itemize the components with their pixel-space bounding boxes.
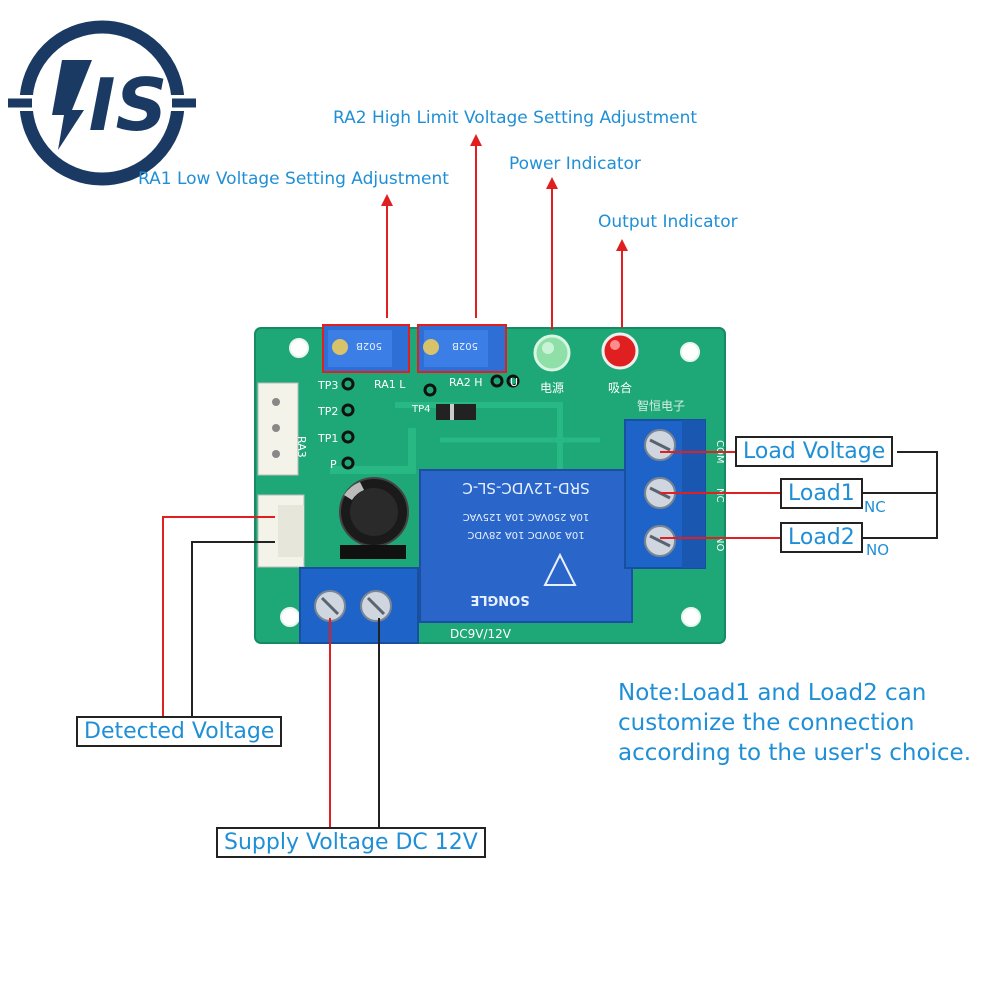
note-line-2: customize the connection [618,710,915,736]
silk-dc: DC9V/12V [450,627,512,641]
load-wiring [660,451,938,539]
silk-output: 吸合 [608,380,632,395]
label-load-voltage: Load Voltage [735,436,894,467]
relay-model: SRD-12VDC-SL-C [462,479,589,497]
silk-tp2: TP2 [317,405,338,418]
silk-ra1: RA1 L [374,378,406,391]
note-line-3: according to the user's choice. [618,740,972,766]
label-load1: Load1 [780,478,863,509]
relay-rating-2: 10A 30VDC 10A 28VDC [467,529,584,540]
label-ra2-high-limit: RA2 High Limit Voltage Setting Adjustmen… [333,108,698,128]
silk-ra2: RA2 H [449,376,483,389]
logo-letter: IS [89,63,168,147]
label-power-indicator: Power Indicator [509,154,641,174]
load-terminal-screws [644,429,676,557]
silk-tp1: TP1 [317,432,338,445]
relay-module-board: TP3 TP2 TP1 P TP4 RA1 L RA2 H U RA3 502B… [254,324,726,644]
label-ra1-low-voltage: RA1 Low Voltage Setting Adjustment [138,169,449,189]
label-output-indicator: Output Indicator [598,212,738,232]
relay-brand: SONGLE [470,592,529,607]
silk-no: NO [714,536,725,551]
silk-power: 电源 [540,381,564,395]
silk-u: U [510,376,518,389]
silk-ra3: RA3 [295,436,308,458]
silk-brand: 智恒电子 [637,398,685,413]
ra2-pot-code: 502B [452,340,478,351]
silk-p: P [330,458,337,471]
label-no: NO [866,541,890,559]
supply-voltage-wiring [329,618,380,828]
connection-note: Note:Load1 and Load2 can customize the c… [618,678,988,768]
label-detected-voltage: Detected Voltage [76,716,283,747]
ra1-pot-code: 502B [356,340,382,351]
label-nc: NC [864,498,886,516]
brand-logo: IS [8,20,196,186]
silk-tp3: TP3 [317,379,338,392]
label-supply-voltage: Supply Voltage DC 12V [216,827,486,858]
silk-tp4: TP4 [411,404,431,415]
label-load2: Load2 [780,522,863,553]
relay-rating-1: 10A 250VAC 10A 125VAC [463,511,590,522]
detected-voltage-wiring [162,516,275,717]
silk-nc: NC [714,488,725,502]
note-line-1: Note:Load1 and Load2 can [618,680,927,706]
